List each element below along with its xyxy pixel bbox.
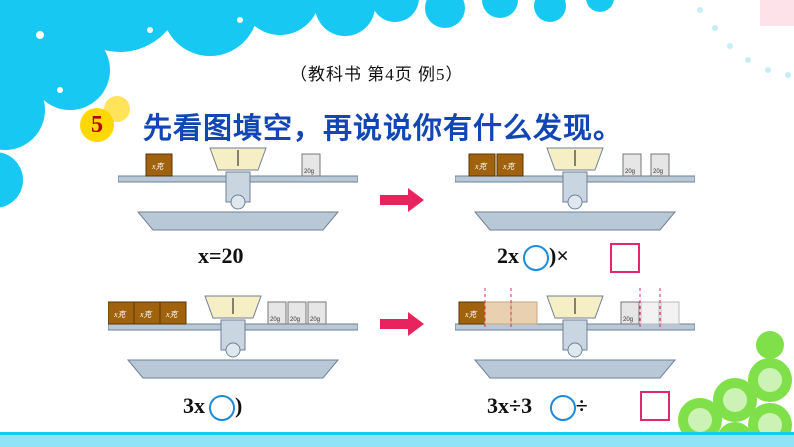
task-instruction: 先看图填空，再说说你有什么发现。 [143, 113, 624, 145]
arrow-right-icon [380, 188, 424, 212]
weight-label: 20g [304, 169, 314, 175]
equation-4-prefix: 3x÷3 [487, 393, 533, 418]
answer-box[interactable] [610, 243, 640, 273]
equation-4-suffix: ÷ [575, 393, 588, 418]
answer-circle[interactable] [523, 244, 549, 271]
arrow-right-icon [380, 312, 424, 336]
weight-label: 20g [653, 169, 663, 175]
box-label: x克 [502, 162, 516, 171]
equation-2: 2x )× [497, 243, 569, 271]
box-label: x克 [151, 162, 165, 171]
equation-2-prefix: 2x [497, 243, 519, 268]
answer-circle[interactable] [549, 394, 576, 421]
box-label: x克 [474, 162, 488, 171]
equation-3: 3x) [183, 393, 242, 421]
balance-scale-1: x克 20g [118, 147, 358, 231]
weight-label: 20g [310, 317, 320, 323]
weight-label: 20g [625, 169, 635, 175]
box-label: x克 [139, 310, 153, 319]
textbook-reference: （教科书 第4页 例5） [290, 65, 464, 84]
balance-scale-2: x克 x克 20g 20g [455, 147, 695, 231]
equation-3-prefix: 3x [183, 393, 205, 418]
equation-4: 3x÷3 ÷ [487, 393, 588, 421]
box-label: x克 [113, 310, 127, 319]
weight-label: 20g [270, 317, 280, 323]
equation-1: x=20 [198, 243, 244, 269]
weight-label: 20g [290, 317, 300, 323]
equation-1-text: x=20 [198, 243, 244, 268]
equation-2-suffix: )× [549, 243, 569, 268]
balance-scale-3: x克 x克 x克 20g 20g 20g [108, 295, 358, 379]
equation-3-suffix: ) [235, 393, 243, 418]
example-number-badge: 5 [80, 108, 114, 142]
box-label: x克 [464, 310, 478, 319]
answer-circle[interactable] [209, 394, 235, 421]
balance-scale-4: x克 20g [455, 288, 695, 379]
answer-box[interactable] [640, 391, 670, 421]
weight-label: 20g [623, 317, 633, 323]
box-label: x克 [165, 310, 179, 319]
